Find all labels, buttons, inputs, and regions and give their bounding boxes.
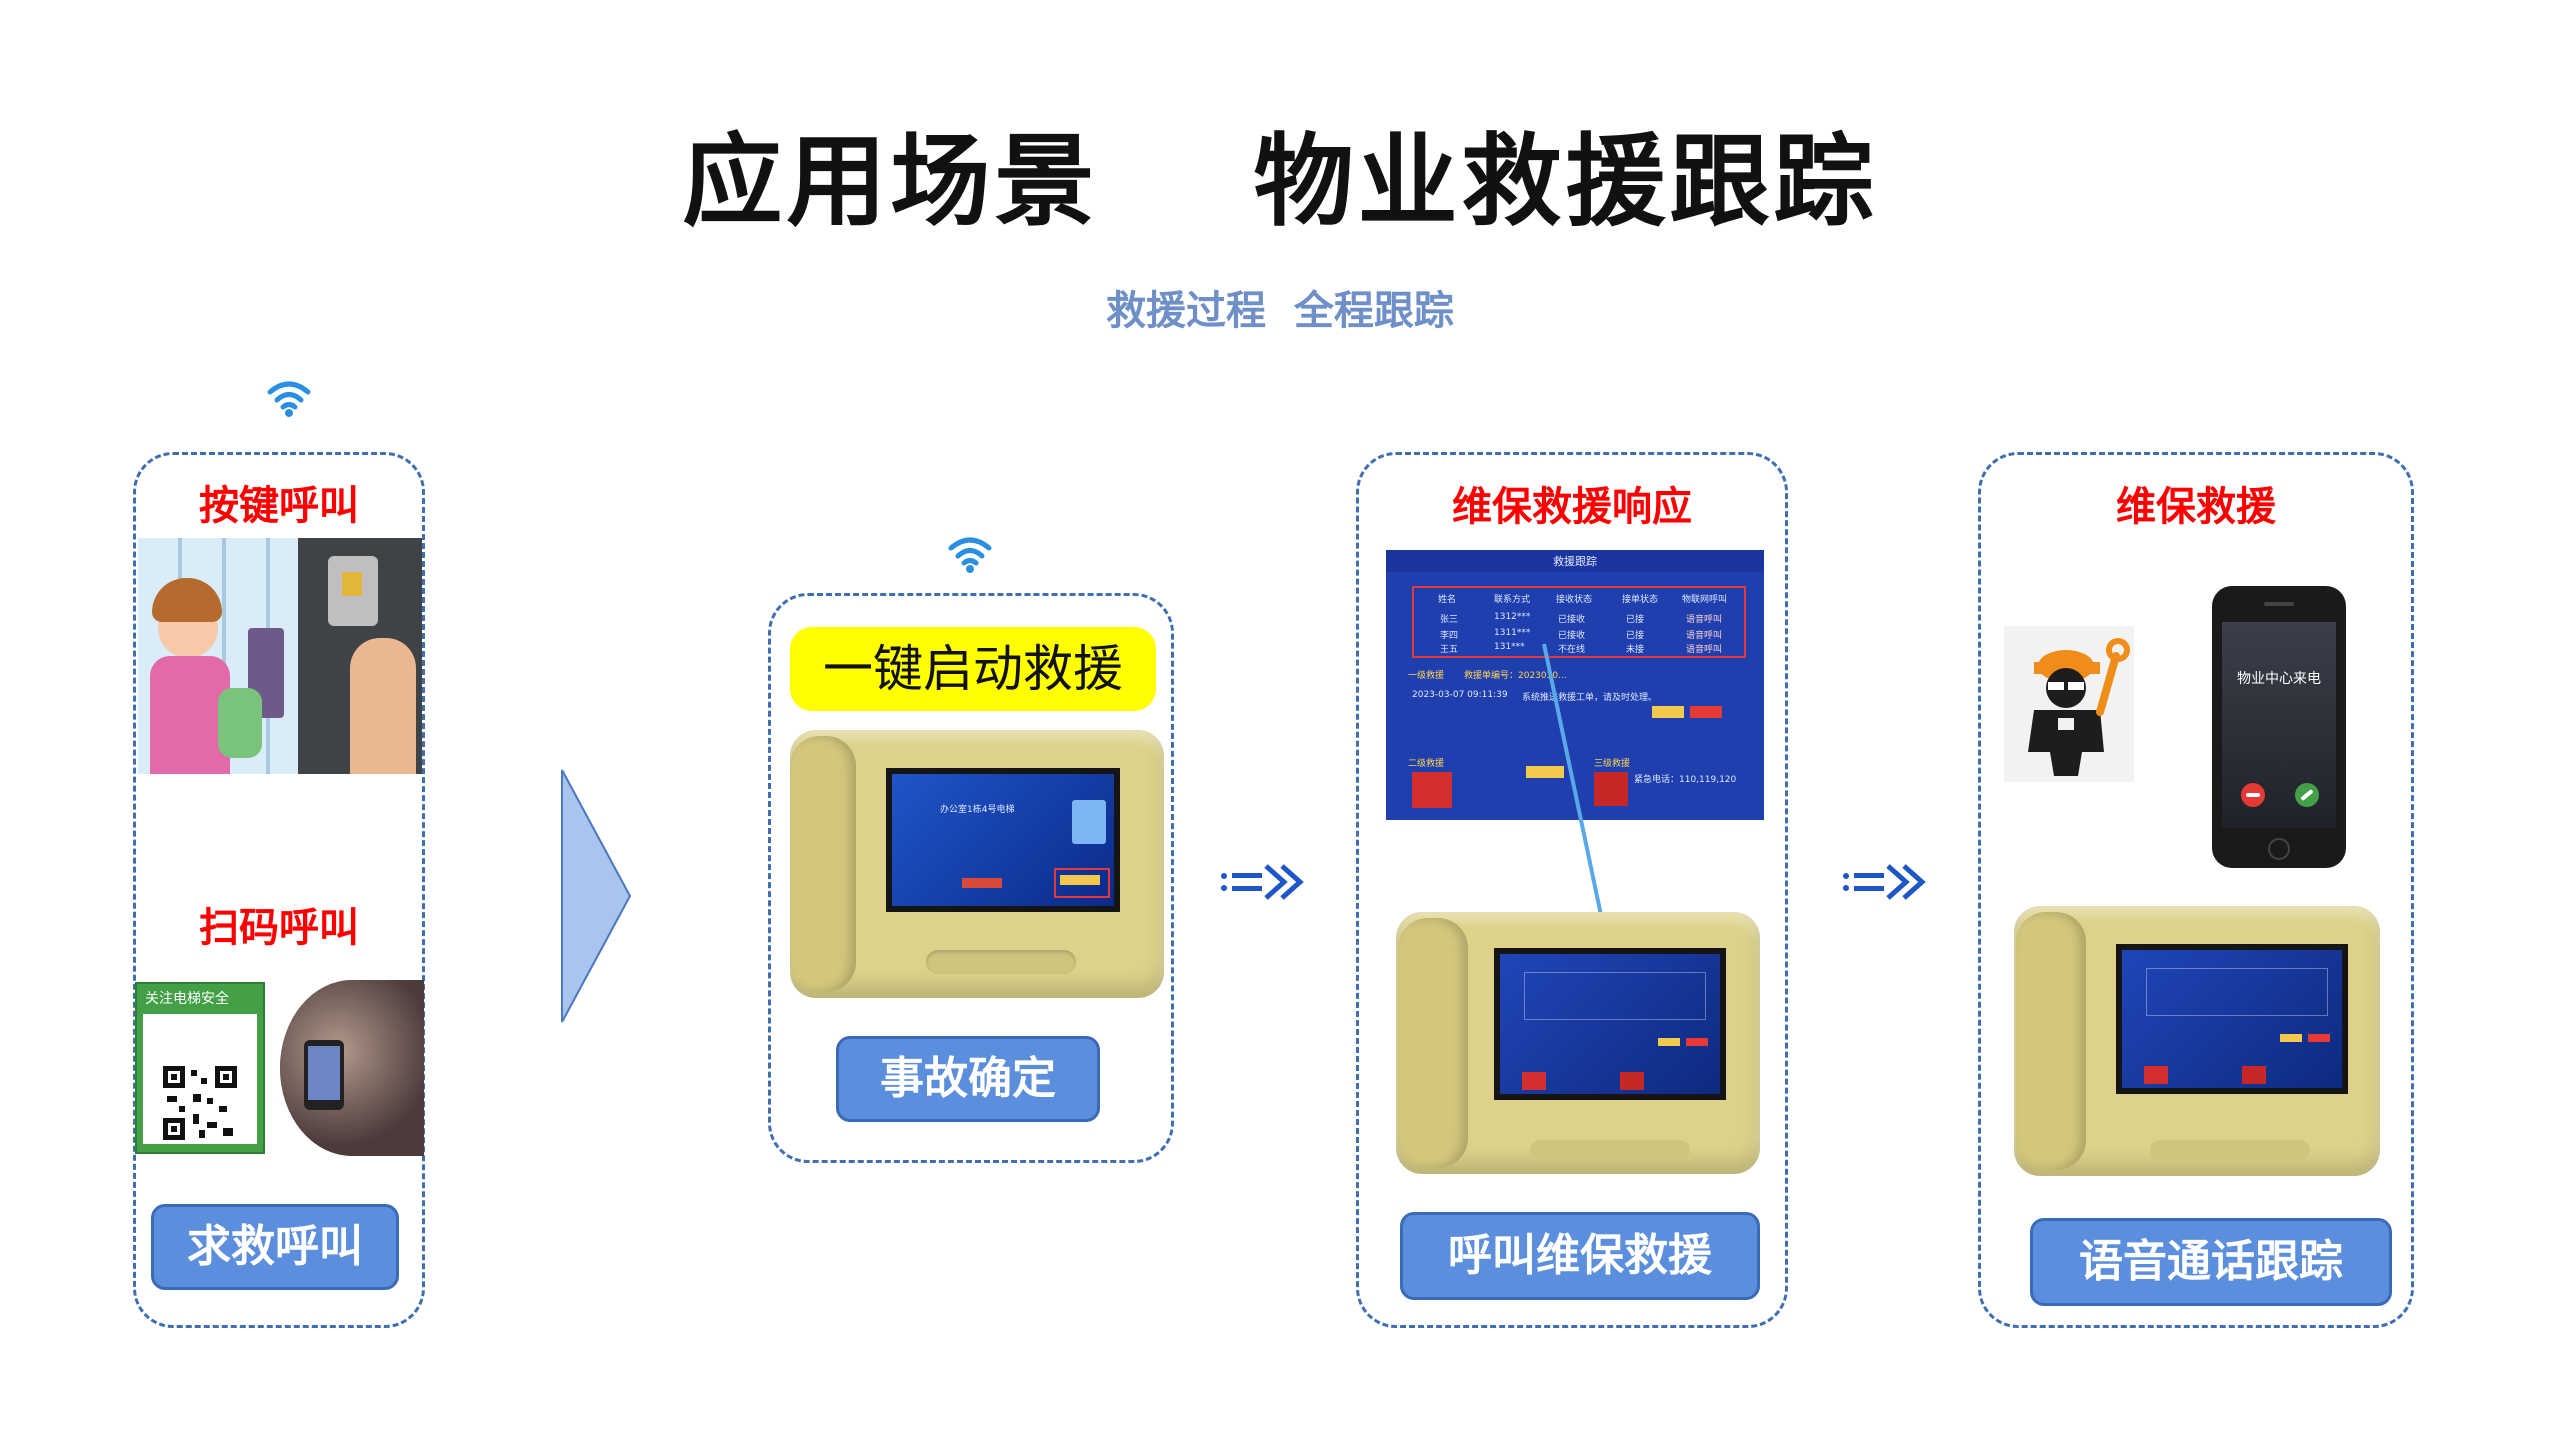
- reject-button[interactable]: [1690, 706, 1722, 718]
- button-press-photo: [298, 538, 422, 774]
- double-chevron-icon: [1221, 864, 1304, 900]
- panel-maintenance-response: [1356, 452, 1788, 1328]
- qr-sign-header: 关注电梯安全: [145, 991, 229, 1007]
- panel-incident-confirm: [768, 593, 1174, 1163]
- heading-scan-call: 扫码呼叫: [199, 904, 359, 951]
- rescue-number: 救援单编号：2023030...: [1464, 671, 1567, 681]
- table-cell: 已接收: [1558, 615, 1586, 625]
- th-accept: 接单状态: [1622, 595, 1659, 605]
- intercom-handset: [2016, 912, 2086, 1170]
- incident-confirm-button[interactable]: 事故确定: [836, 1036, 1100, 1122]
- level1-label: 一级救援: [1408, 671, 1445, 681]
- table-cell: 已接收: [1558, 631, 1586, 641]
- mechanic-icon: [2004, 626, 2134, 782]
- th-received: 接收状态: [1556, 595, 1593, 605]
- table-cell: 李四: [1440, 631, 1459, 641]
- heading-key-call: 按键呼叫: [199, 482, 359, 529]
- page-subtitle: 救援过程 全程跟踪: [1106, 287, 1454, 334]
- th-name: 姓名: [1438, 595, 1457, 605]
- arrow-right-icon: [561, 769, 632, 1023]
- accept-button[interactable]: [1652, 706, 1684, 718]
- call-maintenance-button[interactable]: 呼叫维保救援: [1400, 1212, 1760, 1300]
- voice-call-link[interactable]: 语音呼叫: [1686, 645, 1723, 655]
- elevator-illustration: [138, 538, 298, 774]
- qr-sign: 关注电梯安全: [135, 982, 265, 1154]
- table-cell: 张三: [1440, 615, 1459, 625]
- screen-location-text: 办公室1栋4号电梯: [940, 805, 1015, 815]
- table-cell: 不在线: [1558, 645, 1586, 655]
- device-screen: [2116, 944, 2348, 1094]
- tracking-header: 救援跟踪: [1553, 555, 1597, 568]
- incoming-caller: 物业中心来电: [2237, 671, 2321, 687]
- intercom-handset: [790, 736, 856, 992]
- device-keypad: [1530, 1140, 1690, 1160]
- rescue-tracking-screen: 救援跟踪 姓名 联系方式 接收状态 接单状态 物联网呼叫 张三 1312*** …: [1386, 550, 1764, 820]
- wifi-icon: [267, 381, 311, 417]
- th-contact: 联系方式: [1494, 595, 1531, 605]
- table-cell: 131***: [1494, 642, 1525, 652]
- device-screen: [1494, 948, 1726, 1100]
- scan-photo: [280, 980, 424, 1156]
- help-call-button[interactable]: 求救呼叫: [151, 1204, 399, 1290]
- level2-label: 二级救援: [1408, 759, 1445, 769]
- th-iot-call: 物联网呼叫: [1682, 595, 1728, 605]
- panel-maintenance-rescue: [1978, 452, 2414, 1328]
- phone-accept-icon[interactable]: [2294, 782, 2320, 808]
- table-cell: 1311***: [1494, 628, 1531, 638]
- connector-line: [1542, 643, 1612, 959]
- table-cell: 1312***: [1494, 612, 1531, 622]
- voice-call-link[interactable]: 语音呼叫: [1686, 631, 1723, 641]
- rescue-team-image: [1412, 772, 1452, 808]
- device-keypad: [926, 950, 1076, 974]
- device-screen: 办公室1栋4号电梯: [886, 768, 1120, 912]
- heading-maintenance-response: 维保救援响应: [1452, 483, 1692, 530]
- notice-text: 系统推送救援工单，请及时处理。: [1522, 693, 1658, 703]
- table-cell: 已接: [1626, 615, 1645, 625]
- voice-call-link[interactable]: 语音呼叫: [1686, 615, 1723, 625]
- device-keypad: [2150, 1140, 2310, 1160]
- double-chevron-icon: [1843, 864, 1926, 900]
- panel-help-call: [133, 452, 425, 1328]
- table-cell: 已接: [1626, 631, 1645, 641]
- phone-screen: 物业中心来电: [2222, 622, 2336, 828]
- voice-call-track-button[interactable]: 语音通话跟踪: [2030, 1218, 2392, 1306]
- fire-truck-image: [1594, 772, 1628, 806]
- phone-decline-icon[interactable]: [2240, 782, 2266, 808]
- tracking-table: [1412, 586, 1746, 658]
- heading-maintenance-rescue: 维保救援: [2116, 483, 2276, 530]
- call-button[interactable]: [1526, 766, 1564, 778]
- table-cell: 王五: [1440, 645, 1459, 655]
- qr-code-icon: [163, 1066, 237, 1140]
- smartphone: 物业中心来电: [2212, 586, 2346, 868]
- page-title: 应用场景 物业救援跟踪: [682, 122, 1878, 240]
- one-key-rescue-banner: 一键启动救援: [790, 627, 1156, 711]
- wifi-icon: [948, 537, 992, 573]
- level3-label: 三级救援: [1594, 759, 1631, 769]
- timestamp: 2023-03-07 09:11:39: [1412, 690, 1508, 700]
- emergency-phone: 紧急电话：110,119,120: [1634, 775, 1737, 785]
- intercom-handset: [1398, 918, 1468, 1168]
- table-cell: 未接: [1626, 645, 1645, 655]
